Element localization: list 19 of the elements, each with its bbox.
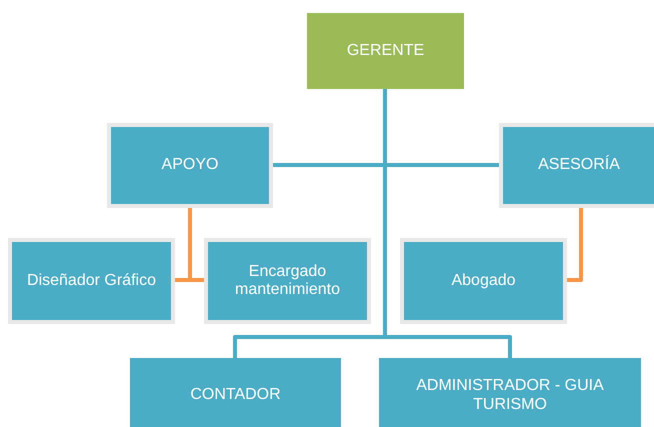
position-box (379, 358, 641, 427)
position-box (400, 238, 567, 324)
node-label: ASESORÍA (537, 156, 621, 175)
node-label: APOYO (160, 156, 220, 175)
connector-line (383, 89, 512, 358)
manager-box (307, 13, 464, 89)
connector-line (567, 208, 583, 282)
department-box (499, 123, 654, 208)
node-label: Encargado mantenimiento (234, 262, 341, 300)
position-box (8, 238, 175, 324)
connector-line (188, 208, 204, 282)
position-box (204, 238, 371, 324)
node-label: GERENTE (346, 42, 426, 60)
node-label: ADMINISTRADOR - GUIA TURISMO (415, 377, 605, 414)
department-box (107, 123, 273, 208)
node-label: Abogado (450, 272, 517, 290)
position-box (130, 358, 341, 427)
node-label: CONTADOR (189, 386, 282, 405)
node-label: Diseñador Gráfico (26, 272, 157, 290)
